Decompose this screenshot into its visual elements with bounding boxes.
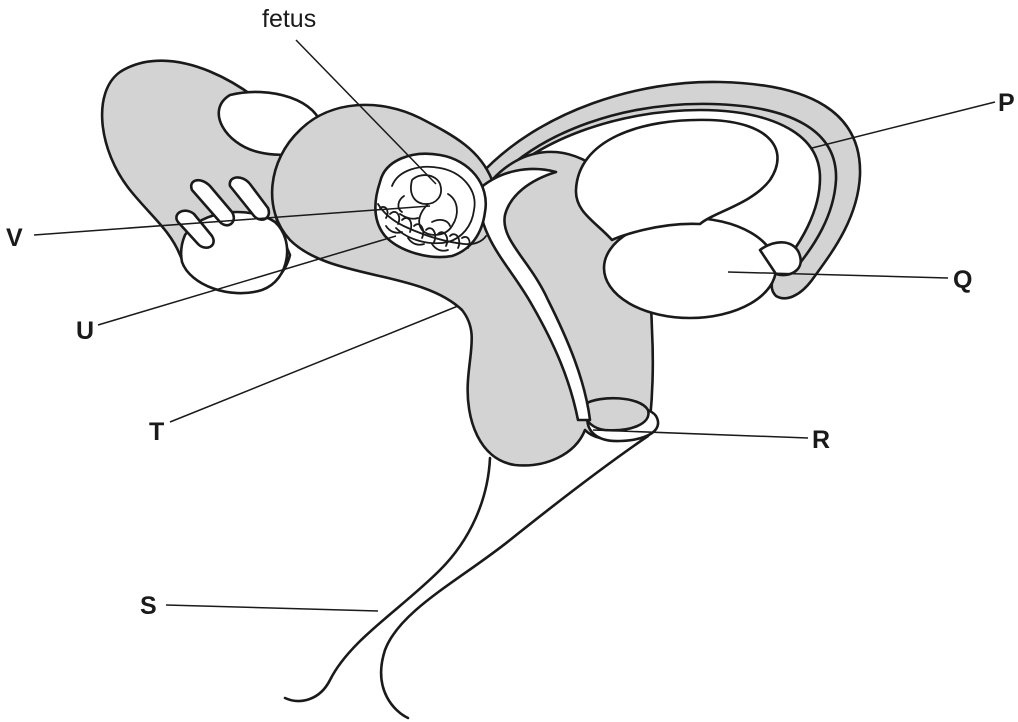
right-oviduct-lumen (576, 120, 778, 240)
leader-S (166, 605, 378, 611)
label-p: P (998, 89, 1015, 117)
label-v: V (6, 224, 23, 252)
leader-T (170, 306, 458, 422)
label-fetus: fetus (262, 5, 316, 33)
label-u: U (76, 317, 94, 345)
label-q: Q (953, 266, 972, 294)
label-r: R (812, 426, 830, 454)
label-t: T (149, 418, 164, 446)
vagina (285, 436, 648, 718)
label-s: S (140, 592, 157, 620)
